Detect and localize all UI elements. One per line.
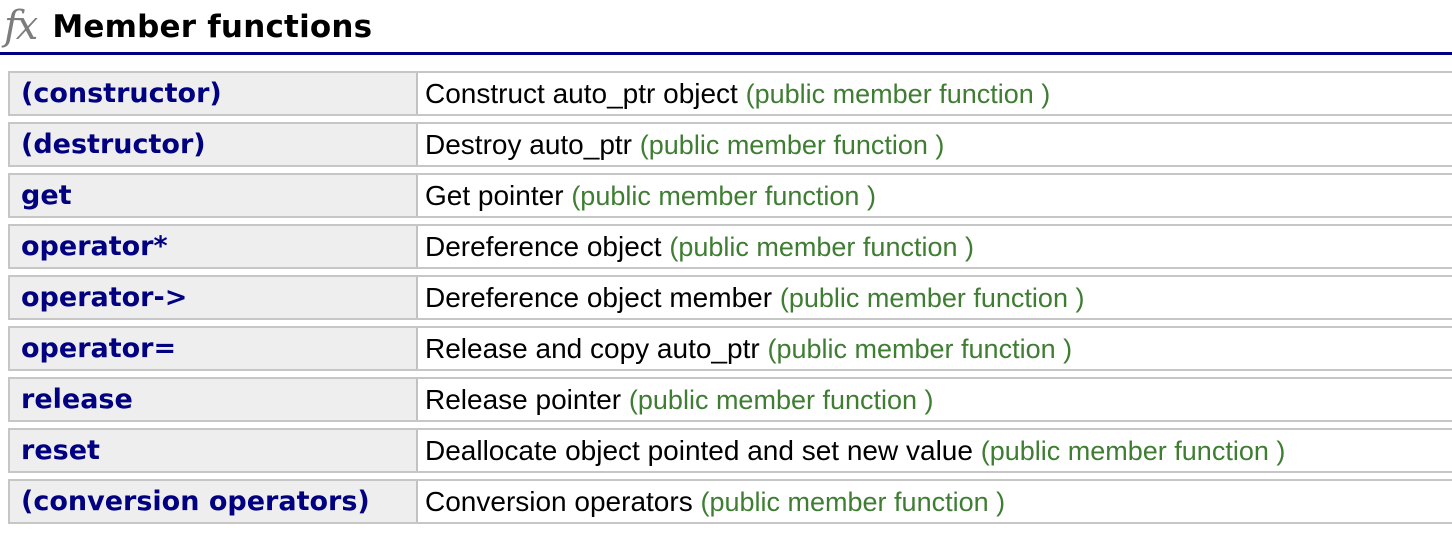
member-description-cell: Conversion operators (public member func…: [418, 481, 1452, 522]
table-row: operator= Release and copy auto_ptr (pub…: [8, 326, 1452, 371]
member-function-link-destructor[interactable]: (destructor): [21, 129, 206, 160]
member-function-link-get[interactable]: get: [21, 180, 72, 211]
member-type-tag: (public member function ): [745, 79, 1051, 109]
table-row: operator-> Dereference object member (pu…: [8, 275, 1452, 320]
member-description: Release pointer: [425, 384, 622, 415]
member-description: Get pointer: [425, 180, 564, 211]
member-function-link-reset[interactable]: reset: [21, 435, 100, 466]
member-function-link-conversion-operators[interactable]: (conversion operators): [21, 486, 370, 517]
member-description-cell: Release and copy auto_ptr (public member…: [418, 328, 1452, 369]
member-type-tag: (public member function ): [571, 181, 876, 211]
table-row: reset Deallocate object pointed and set …: [8, 428, 1452, 473]
member-description-cell: Dereference object (public member functi…: [418, 226, 1452, 267]
member-type-tag: (public member function ): [639, 130, 945, 160]
table-row: get Get pointer (public member function …: [8, 173, 1452, 218]
member-name-cell: release: [10, 379, 418, 420]
member-functions-table: (constructor) Construct auto_ptr object …: [8, 71, 1452, 524]
member-name-cell: (destructor): [10, 124, 418, 165]
member-description: Dereference object member: [425, 282, 773, 313]
member-function-link-constructor[interactable]: (constructor): [21, 78, 222, 109]
member-description: Release and copy auto_ptr: [425, 333, 760, 364]
member-description: Conversion operators: [425, 486, 693, 517]
table-row: (destructor) Destroy auto_ptr (public me…: [8, 122, 1452, 167]
member-description-cell: Destroy auto_ptr (public member function…: [418, 124, 1452, 165]
member-name-cell: get: [10, 175, 418, 216]
member-function-link-operator-star[interactable]: operator*: [21, 231, 168, 262]
member-function-link-release[interactable]: release: [21, 384, 133, 415]
member-name-cell: (constructor): [10, 73, 418, 114]
member-type-tag: (public member function ): [980, 436, 1286, 466]
member-name-cell: (conversion operators): [10, 481, 418, 522]
member-description: Construct auto_ptr object: [425, 78, 738, 109]
member-function-link-operator-arrow[interactable]: operator->: [21, 282, 188, 313]
member-description-cell: Construct auto_ptr object (public member…: [418, 73, 1452, 114]
member-description-cell: Dereference object member (public member…: [418, 277, 1452, 318]
page-title: Member functions: [52, 9, 373, 45]
member-description-cell: Release pointer (public member function …: [418, 379, 1452, 420]
member-function-link-operator-assign[interactable]: operator=: [21, 333, 177, 364]
member-type-tag: (public member function ): [669, 232, 974, 262]
member-name-cell: operator=: [10, 328, 418, 369]
member-description: Destroy auto_ptr: [425, 129, 632, 160]
member-name-cell: operator->: [10, 277, 418, 318]
member-name-cell: reset: [10, 430, 418, 471]
member-type-tag: (public member function ): [779, 283, 1085, 313]
table-row: release Release pointer (public member f…: [8, 377, 1452, 422]
member-description: Dereference object: [425, 231, 662, 262]
member-type-tag: (public member function ): [700, 487, 1006, 517]
section-header: fx Member functions: [0, 0, 1452, 55]
table-row: (constructor) Construct auto_ptr object …: [8, 71, 1452, 116]
table-row: (conversion operators) Conversion operat…: [8, 479, 1452, 524]
member-description-cell: Get pointer (public member function ): [418, 175, 1452, 216]
member-description-cell: Deallocate object pointed and set new va…: [418, 430, 1452, 471]
member-description: Deallocate object pointed and set new va…: [425, 435, 973, 466]
function-icon: fx: [4, 3, 38, 49]
member-type-tag: (public member function ): [628, 385, 934, 415]
member-name-cell: operator*: [10, 226, 418, 267]
table-row: operator* Dereference object (public mem…: [8, 224, 1452, 269]
member-type-tag: (public member function ): [767, 334, 1073, 364]
